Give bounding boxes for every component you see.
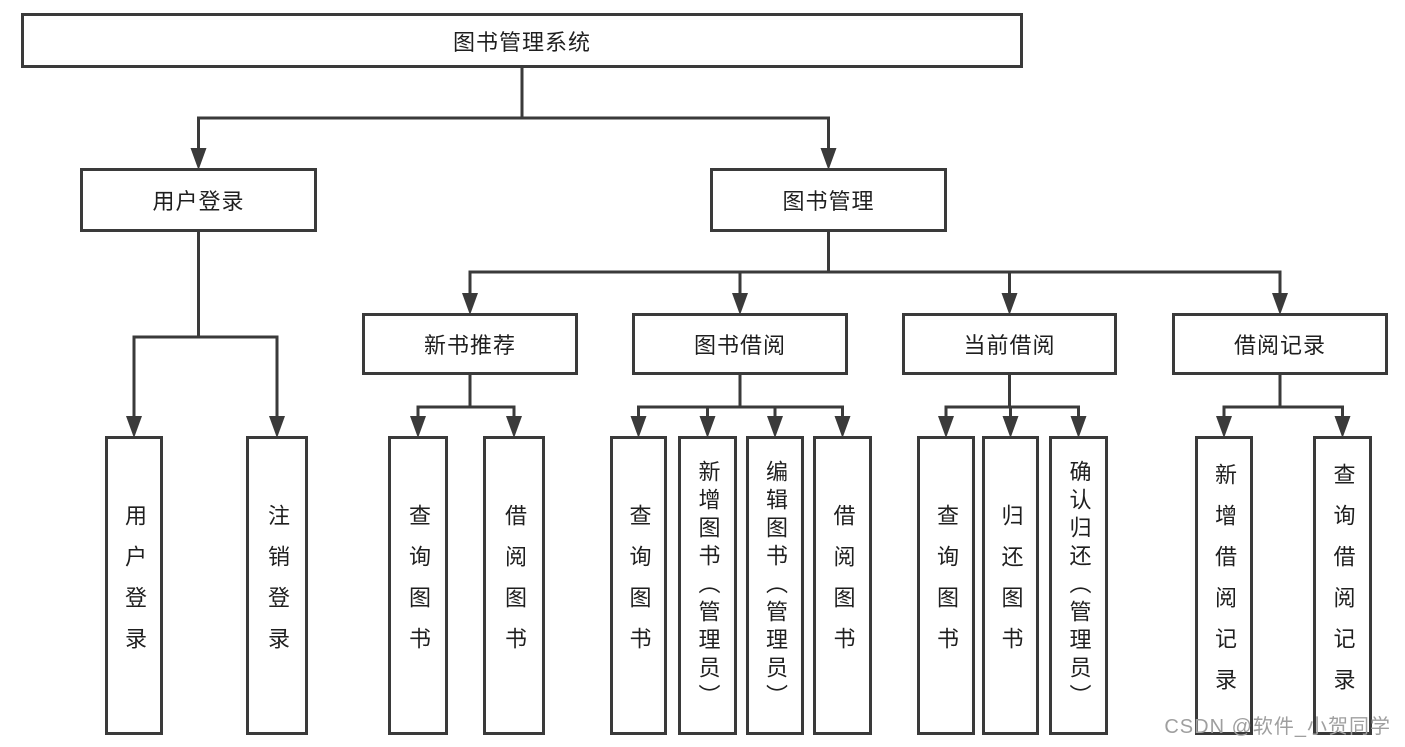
arrowhead-icon [630,416,647,438]
diagram-node-newbook: 新书推荐 [362,313,578,375]
arrowhead-icon [699,416,716,438]
node-label: 查询图书 [406,503,431,668]
node-label: 新增借阅记录 [1212,462,1237,709]
arrowhead-icon [834,416,851,438]
diagram-node-borrow: 图书借阅 [632,313,848,375]
diagram-node-records: 借阅记录 [1172,313,1388,375]
arrowhead-icon [190,148,207,170]
arrowhead-icon [820,148,837,170]
arrowhead-icon [1216,416,1232,438]
diagram-node-bw1: 查询图书 [610,436,667,735]
node-label: 新书推荐 [423,333,516,358]
diagram-node-current: 当前借阅 [902,313,1117,375]
diagram-node-login2: 注销登录 [246,436,308,735]
node-label: 查询图书 [626,503,652,668]
arrowhead-icon [1334,416,1351,438]
node-label: 确认归还（管理员） [1066,459,1092,712]
arrowhead-icon [506,416,522,438]
diagram-node-bw4: 借阅图书 [813,436,872,735]
node-label: 借阅记录 [1233,333,1326,358]
diagram-node-rec2: 查询借阅记录 [1313,436,1372,735]
node-label: 借阅图书 [502,503,527,668]
diagram-node-cur1: 查询图书 [917,436,975,735]
node-label: 归还图书 [998,503,1024,668]
node-label: 借阅图书 [830,503,856,668]
arrowhead-icon [269,416,285,438]
watermark: CSDN @软件_小贺同学 [1164,716,1391,738]
diagram-node-cur2: 归还图书 [982,436,1039,735]
arrowhead-icon [462,293,478,315]
node-label: 查询借阅记录 [1330,462,1356,709]
diagram-node-rec1: 新增借阅记录 [1195,436,1253,735]
node-label: 用户登录 [152,189,245,214]
arrowhead-icon [1002,416,1019,438]
arrowhead-icon [1272,293,1288,315]
arrowhead-icon [1001,293,1018,315]
arrowhead-icon [126,416,142,438]
diagram-node-root: 图书管理系统 [21,13,1023,68]
arrowhead-icon [1070,416,1087,438]
arrowhead-icon [938,416,954,438]
diagram-node-login1: 用户登录 [105,436,163,735]
node-label: 图书管理系统 [452,29,591,55]
arrowhead-icon [732,293,748,315]
node-label: 查询图书 [934,503,959,668]
diagram-node-nb2: 借阅图书 [483,436,545,735]
node-label: 新增图书（管理员） [695,459,721,712]
diagram-node-bw2: 新增图书（管理员） [678,436,737,735]
node-label: 用户登录 [122,503,147,668]
diagram-node-cur3: 确认归还（管理员） [1049,436,1108,735]
node-label: 图书管理 [782,189,875,214]
node-label: 注销登录 [265,503,290,668]
diagram-node-mgmt: 图书管理 [710,168,947,232]
arrowhead-icon [767,416,783,438]
diagram-node-nb1: 查询图书 [388,436,448,735]
node-label: 编辑图书（管理员） [763,459,788,712]
diagram-node-bw3: 编辑图书（管理员） [746,436,804,735]
diagram-node-login: 用户登录 [80,168,317,232]
node-label: 当前借阅 [963,333,1056,358]
arrowhead-icon [410,416,426,438]
node-label: 图书借阅 [693,333,786,358]
